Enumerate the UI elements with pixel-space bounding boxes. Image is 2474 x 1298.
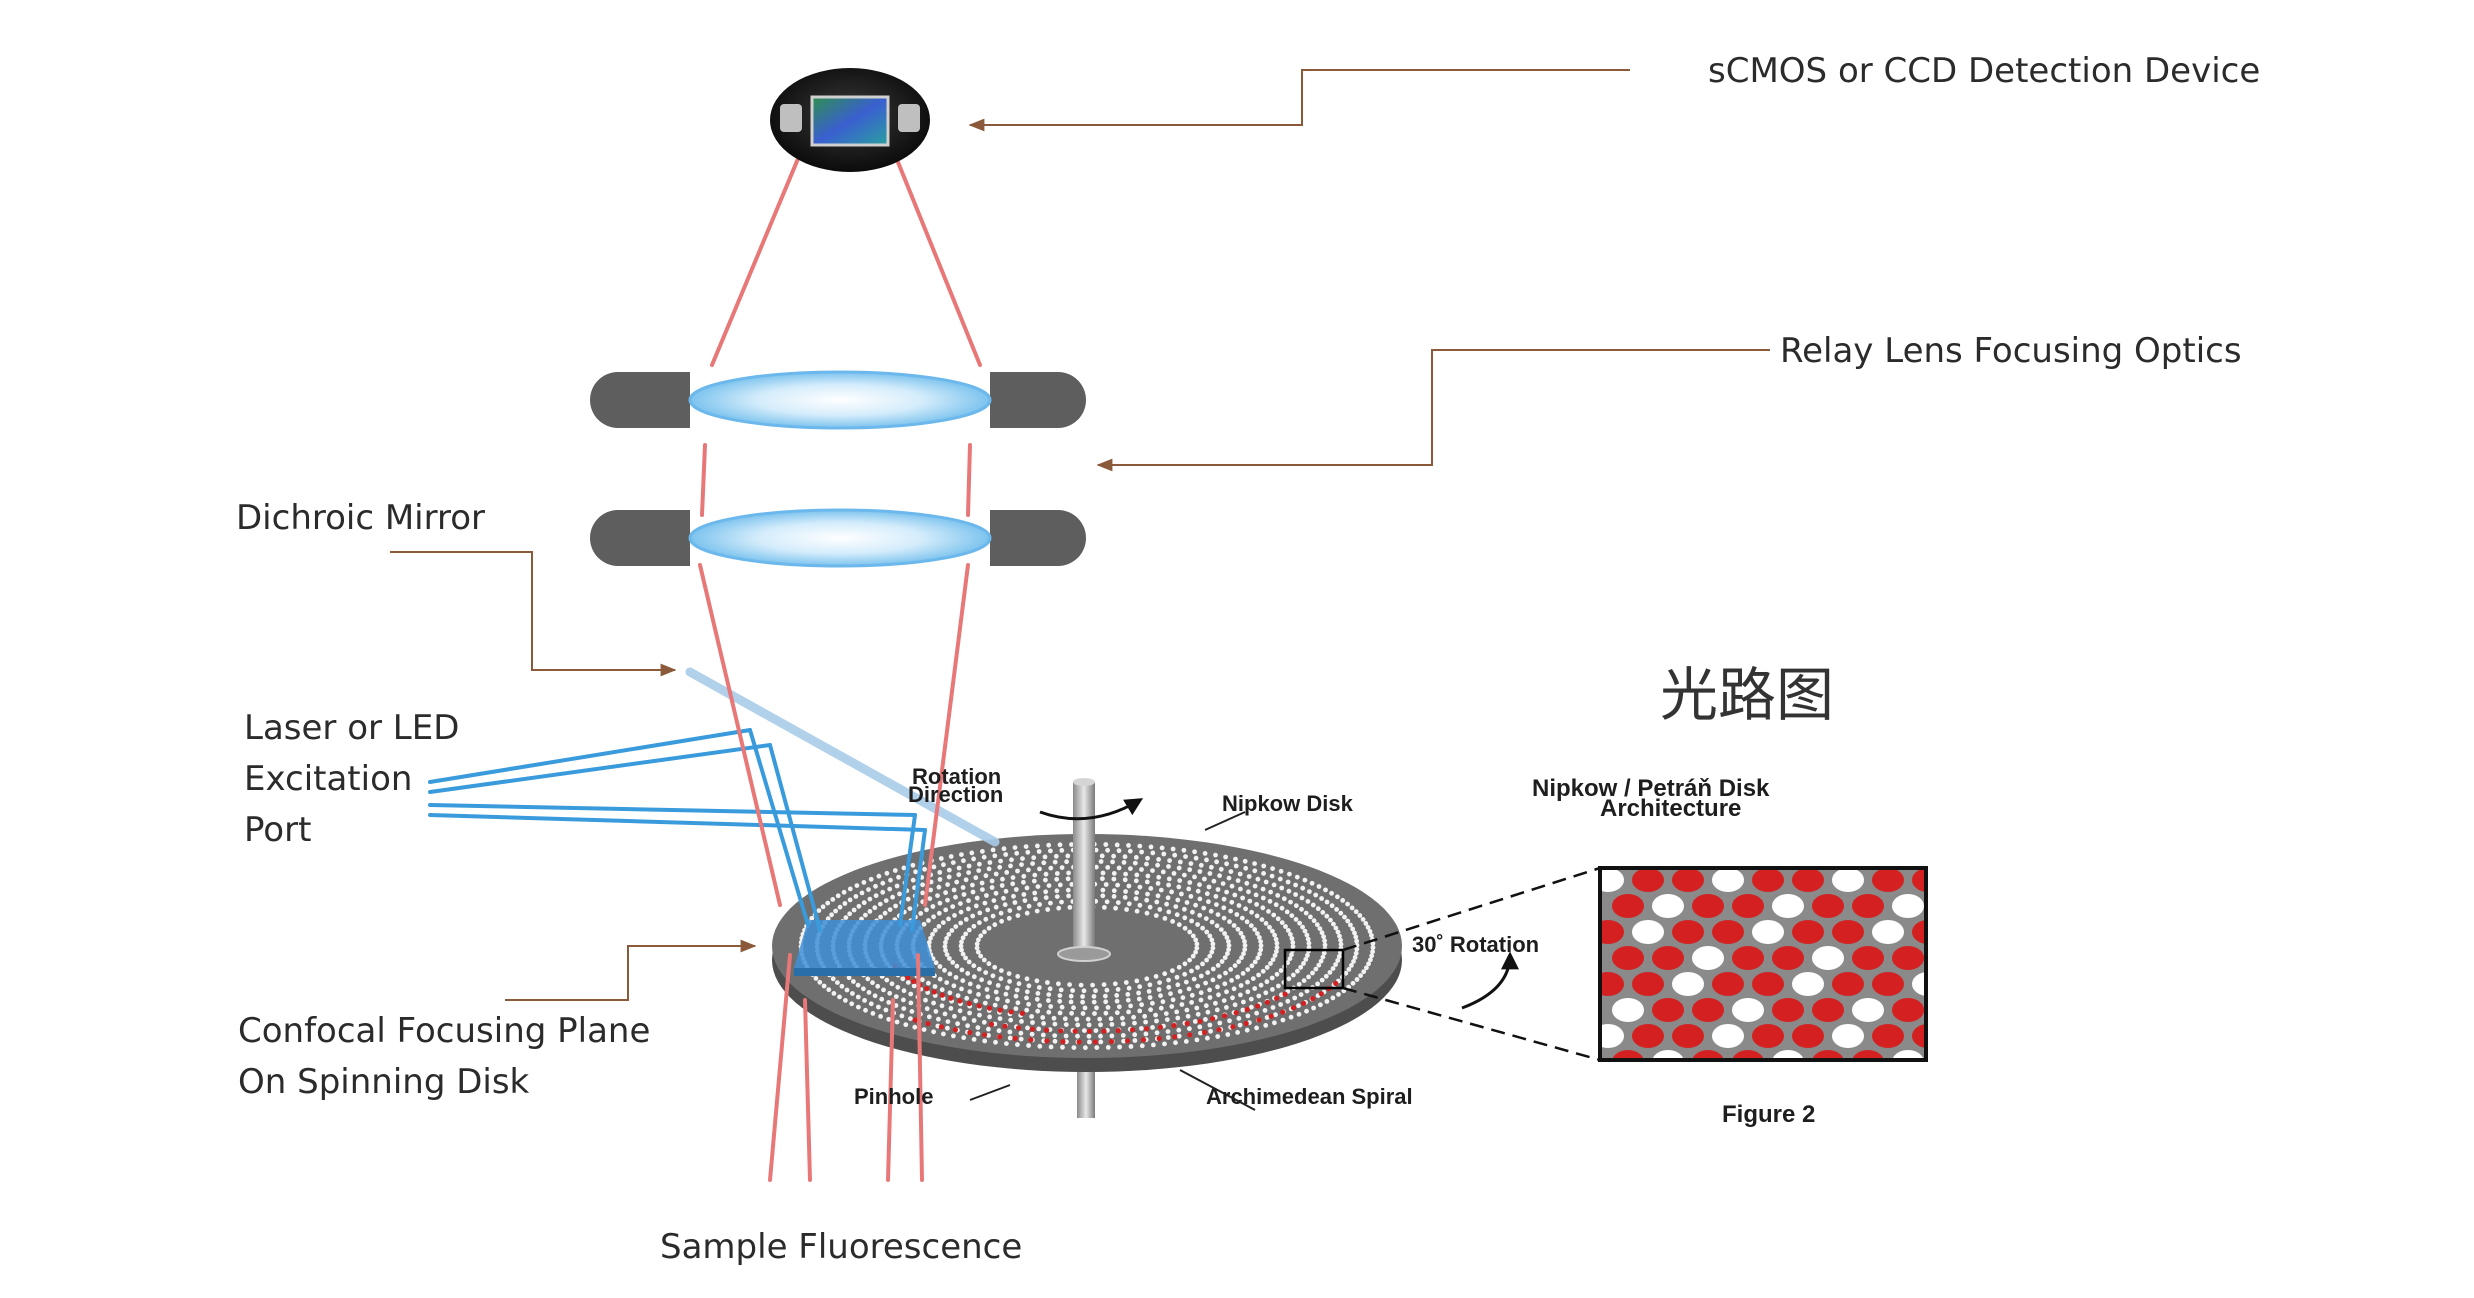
emission-rays xyxy=(698,128,982,1182)
pinhole-label: Pinhole xyxy=(854,1084,934,1109)
confocal-plane xyxy=(794,920,935,968)
disk-architecture-inset xyxy=(1342,866,1928,1062)
excitation-beams xyxy=(428,728,927,932)
excitation-port-label-3: Port xyxy=(244,810,312,850)
relay-lens-label: Relay Lens Focusing Optics xyxy=(1780,331,2242,371)
dichroic-mirror xyxy=(685,667,1000,847)
confocal-plane-label-2: On Spinning Disk xyxy=(238,1062,530,1102)
rotation-30-arrow xyxy=(1461,951,1519,1010)
detection-leader xyxy=(968,69,1630,132)
rotation-30-label: 30˚ Rotation xyxy=(1412,932,1540,957)
pinhole-array xyxy=(798,841,1376,1051)
disk-zoom-box xyxy=(1283,948,1345,990)
disk-post xyxy=(1057,778,1111,962)
chinese-title: 光路图 xyxy=(1660,661,1835,729)
detection-device-label: sCMOS or CCD Detection Device xyxy=(1708,51,2261,91)
detection-device-icon xyxy=(770,68,930,172)
relay-lens-upper xyxy=(590,370,1086,430)
dichroic-mirror-label: Dichroic Mirror xyxy=(236,498,486,538)
figure-label: Figure 2 xyxy=(1722,1101,1816,1128)
dichroic-leader xyxy=(390,551,677,677)
small-label-pointers xyxy=(969,811,1256,1111)
rotation-direction-label-2: Direction xyxy=(908,782,1004,807)
excitation-port-label-2: Excitation xyxy=(244,759,413,799)
confocal-plane-label-1: Confocal Focusing Plane xyxy=(238,1011,651,1051)
disk-shaft-bottom xyxy=(1077,1060,1095,1118)
confocal-leader xyxy=(505,939,757,1001)
sample-fluorescence-label: Sample Fluorescence xyxy=(660,1227,1023,1267)
architecture-label-2: Architecture xyxy=(1600,795,1742,822)
confocal-plane-side xyxy=(794,968,935,976)
archimedean-spiral-label: Archimedean Spiral xyxy=(1206,1084,1413,1109)
nipkow-disk-label: Nipkow Disk xyxy=(1222,791,1353,816)
excitation-port-label-1: Laser or LED xyxy=(244,708,460,748)
rotation-direction-label-1: Rotation xyxy=(912,764,1002,789)
rotation-direction-arrow xyxy=(1039,798,1144,821)
relay-lens-leader xyxy=(1096,349,1770,472)
relay-lens-lower xyxy=(590,508,1086,568)
leader-lines xyxy=(390,69,1770,1001)
architecture-label-1: Nipkow / Petráň Disk xyxy=(1532,775,1770,802)
